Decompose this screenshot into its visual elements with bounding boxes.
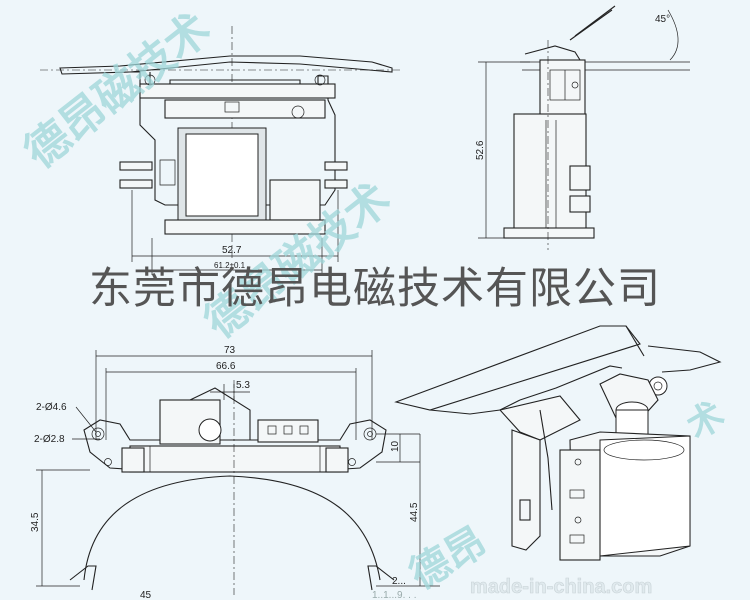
dim-angle: 45°: [655, 14, 670, 25]
dim-hole-large: 2-Ø4.6: [36, 402, 67, 413]
top-view: 73 66.6 5.3 2-Ø4.6 2-Ø2.8: [30, 345, 440, 600]
front-view: 52.7 61.2±0.1: [40, 26, 400, 275]
dim-top-width: 52.7: [222, 245, 242, 256]
dim-top-width-sub: 61.2±0.1: [214, 261, 246, 270]
side-view: 45° 52.6: [475, 5, 690, 250]
isometric-view: [394, 325, 722, 561]
dim-inner-width: 66.6: [216, 361, 236, 372]
dim-left-height: 34.5: [30, 512, 41, 532]
madein-watermark: made-in-china.com: [470, 576, 652, 598]
company-name: 东莞市德昂电磁技术有限公司: [89, 264, 661, 314]
dim-overall-width: 73: [224, 345, 236, 356]
bottom-fragment: 1..1...9. . .: [372, 590, 416, 600]
dim-hole-small: 2-Ø2.8: [34, 434, 65, 445]
dim-height: 52.6: [475, 140, 486, 160]
dim-total-height: 44.5: [409, 502, 420, 522]
dim-bottom-mid: 2...: [392, 576, 406, 587]
dim-side-height: 10: [390, 440, 401, 452]
dim-offset: 5.3: [236, 380, 250, 391]
dim-bottom-left: 45: [140, 590, 152, 600]
